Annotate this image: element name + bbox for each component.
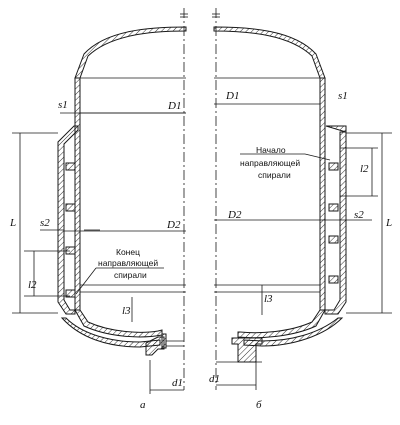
note-end-line3: спирали: [114, 270, 147, 280]
view-label-a: а: [140, 399, 146, 411]
label-l3-left: l3: [122, 305, 131, 317]
note-start-line2: направляющей: [240, 158, 300, 168]
label-L-right: L: [385, 217, 392, 229]
note-start-line3: спирали: [258, 170, 291, 180]
label-s2-right: s2: [354, 209, 364, 221]
note-leaders: [75, 153, 331, 295]
label-l3-right: l3: [264, 293, 273, 305]
note-start-line1: Начало: [256, 145, 286, 155]
label-D2-right: D2: [227, 209, 242, 221]
label-D1-right: D1: [225, 90, 239, 102]
label-s2-left: s2: [40, 217, 50, 229]
note-end-line1: Конец: [116, 247, 140, 257]
label-l2-right: l2: [360, 163, 369, 175]
label-D1-left: D1: [167, 100, 181, 112]
label-L-left: L: [9, 217, 16, 229]
label-d1-left: d1: [172, 377, 183, 389]
dimensions-right: [216, 132, 392, 390]
label-s1-right: s1: [338, 90, 348, 102]
label-s1-left: s1: [58, 99, 68, 111]
label-D2-left: D2: [166, 219, 181, 231]
note-end-line2: направляющей: [98, 258, 158, 268]
center-lines: [180, 8, 220, 390]
label-d1-right: d1: [209, 373, 220, 385]
vessel-right-half: [213, 26, 347, 363]
view-label-b: б: [256, 399, 262, 411]
dimensions-left: [12, 112, 186, 394]
label-l2-left: l2: [28, 279, 37, 291]
